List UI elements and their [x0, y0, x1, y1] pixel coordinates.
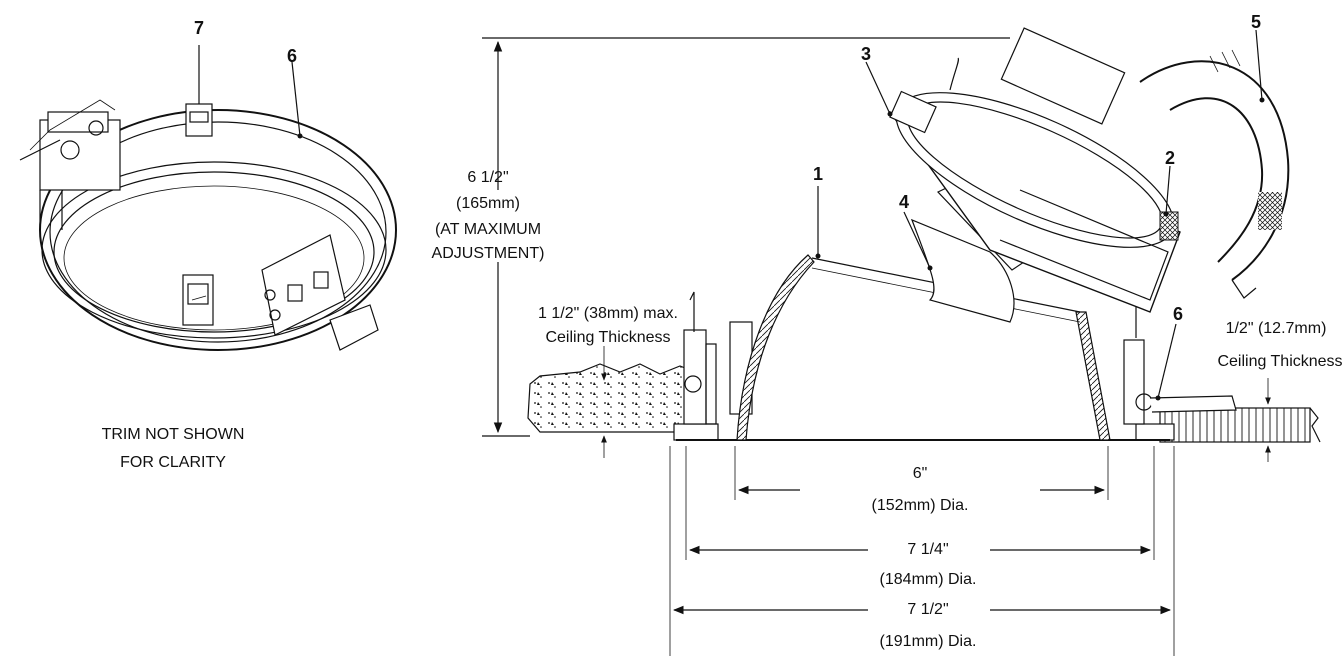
callout-7: 7 — [194, 18, 204, 38]
junction-box — [261, 234, 379, 351]
callout-3: 3 — [861, 44, 871, 64]
ceiling-thick — [527, 346, 707, 458]
aperture-label-1: 6" — [913, 465, 928, 482]
callout-2: 2 — [1165, 148, 1175, 168]
height-label-4: ADJUSTMENT) — [432, 245, 545, 262]
height-label-1: 6 1/2" — [467, 169, 508, 186]
callout-6-right: 6 — [1173, 304, 1183, 324]
leader-lines — [815, 29, 1265, 401]
top-clip — [185, 45, 213, 137]
callout-1: 1 — [813, 164, 823, 184]
ceiling-thin — [1159, 378, 1321, 462]
trim-note-line1: TRIM NOT SHOWN — [102, 426, 245, 443]
front-clip — [182, 274, 214, 326]
height-label-2: (165mm) — [456, 195, 520, 212]
callout-4: 4 — [899, 192, 909, 212]
aperture-label-2: (152mm) Dia. — [872, 497, 969, 514]
height-label-3: (AT MAXIMUM — [435, 221, 541, 238]
min-ceiling-label-1: 1/2" (12.7mm) — [1226, 320, 1327, 337]
cutout-label-1: 7 1/4" — [907, 541, 948, 558]
diameter-dimensions — [669, 446, 1175, 656]
mounting-ring-view — [19, 45, 397, 351]
min-ceiling-label-2: Ceiling Thickness — [1217, 353, 1342, 370]
max-ceiling-label-1: 1 1/2" (38mm) max. — [538, 305, 678, 322]
mounting-frame — [673, 291, 1237, 441]
height-dimension — [482, 37, 1010, 437]
overall-label-2: (191mm) Dia. — [880, 633, 977, 650]
flex-conduit — [1139, 49, 1290, 299]
trim-note-line2: FOR CLARITY — [120, 454, 226, 471]
callout-5: 5 — [1251, 12, 1261, 32]
max-ceiling-label-2: Ceiling Thickness — [545, 329, 670, 346]
left-clip-assembly — [19, 99, 121, 230]
overall-label-1: 7 1/2" — [907, 601, 948, 618]
cutout-label-2: (184mm) Dia. — [880, 571, 977, 588]
reflector-cone — [736, 254, 1111, 441]
callout-6-left: 6 — [287, 46, 297, 66]
lamp-assembly — [887, 27, 1181, 323]
